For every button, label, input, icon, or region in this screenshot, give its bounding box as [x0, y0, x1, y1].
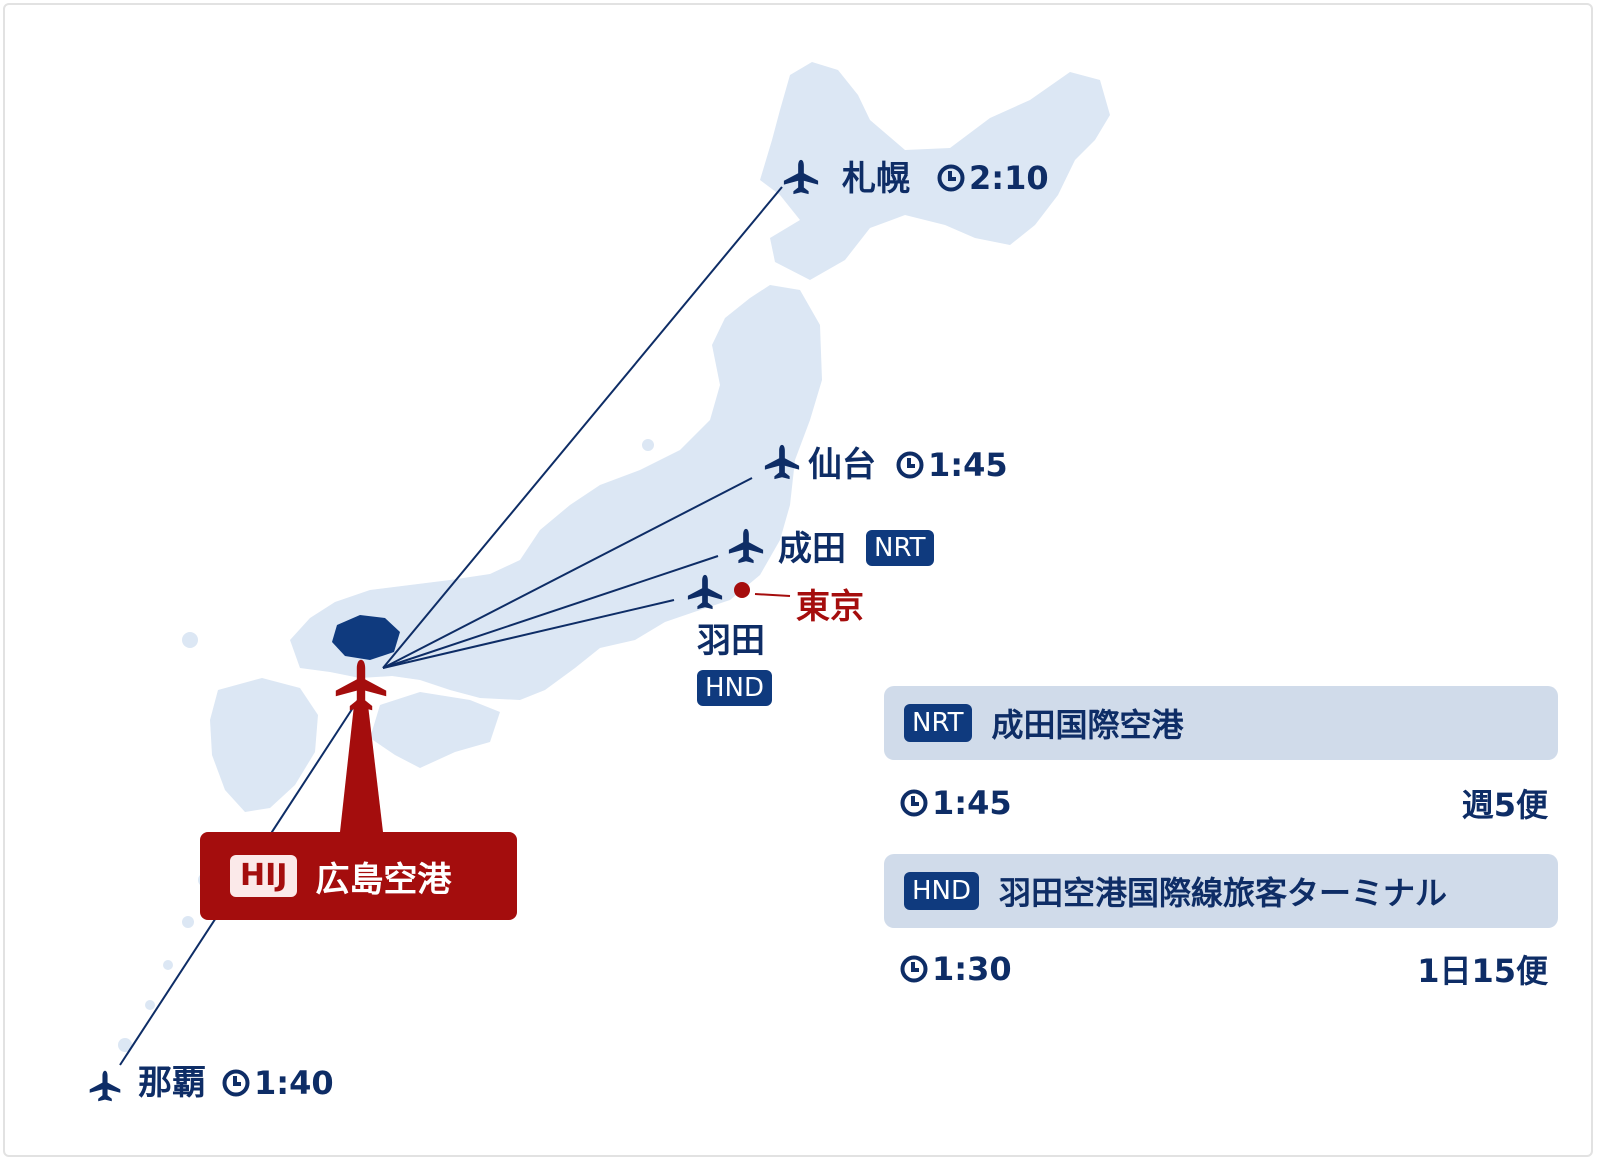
duration-text: 1:45	[928, 446, 1008, 484]
label-sapporo: 札幌	[842, 162, 910, 196]
route-sapporo	[382, 186, 783, 669]
duration-sapporo: 2:10	[937, 162, 1049, 194]
duration-text: 1:40	[254, 1064, 334, 1102]
narita-code-badge: NRT	[866, 530, 934, 566]
city-name-haneda: 羽田	[697, 621, 765, 661]
panel-narita-duration: 1:45	[900, 784, 1012, 822]
panel-narita-frequency: 週5便	[1461, 786, 1548, 824]
panel-haneda-frequency: 1日15便	[1417, 952, 1548, 990]
route-sendai	[382, 477, 753, 669]
tokyo-dot	[734, 582, 750, 598]
duration-text: 1:30	[932, 950, 1012, 988]
city-name-naha: 那覇	[138, 1063, 206, 1103]
panel-narita-details: 1:45 週5便	[900, 780, 1548, 826]
label-haneda: 羽田	[697, 624, 765, 658]
panel-haneda-header: HND 羽田空港国際線旅客ターミナル	[884, 854, 1558, 928]
tokyo-label: 東京	[796, 587, 864, 627]
clock-icon	[900, 789, 928, 817]
hokkaido-shape	[760, 62, 1110, 280]
clock-icon	[937, 164, 965, 192]
panel-narita-header: NRT 成田国際空港	[884, 686, 1558, 760]
panel-narita-name: 成田国際空港	[991, 706, 1184, 744]
duration-text: 2:10	[969, 159, 1049, 197]
map-frame	[3, 3, 1593, 1157]
kyushu-shape	[210, 678, 318, 812]
shikoku-shape	[370, 692, 500, 768]
label-sendai: 仙台	[808, 448, 876, 482]
label-naha: 那覇	[138, 1066, 206, 1100]
panel-narita-code: NRT	[904, 704, 972, 742]
clock-icon	[900, 955, 928, 983]
city-name-sapporo: 札幌	[842, 159, 910, 199]
route-narita	[382, 555, 719, 669]
label-narita: 成田	[778, 532, 846, 566]
panel-haneda-details: 1:30 1日15便	[900, 946, 1548, 992]
route-haneda	[382, 599, 675, 669]
duration-naha: 1:40	[222, 1067, 334, 1099]
city-name-sendai: 仙台	[808, 445, 876, 485]
duration-text: 1:45	[932, 784, 1012, 822]
hij-callout-pointer	[340, 705, 383, 832]
tokyo-leader	[754, 593, 791, 597]
panel-haneda-duration: 1:30	[900, 950, 1012, 988]
duration-sendai: 1:45	[896, 449, 1008, 481]
clock-icon	[222, 1069, 250, 1097]
city-name-narita: 成田	[778, 529, 846, 569]
origin-callout: HIJ 広島空港	[200, 832, 517, 920]
origin-name: 広島空港	[315, 859, 452, 900]
panel-haneda-name: 羽田空港国際線旅客ターミナル	[999, 874, 1448, 912]
hiroshima-prefecture	[332, 615, 400, 660]
plane-icon-naha	[89, 1070, 121, 1102]
panel-haneda-code: HND	[904, 872, 980, 910]
haneda-code-badge: HND	[697, 670, 773, 706]
origin-code-badge: HIJ	[230, 855, 298, 897]
clock-icon	[896, 451, 924, 479]
